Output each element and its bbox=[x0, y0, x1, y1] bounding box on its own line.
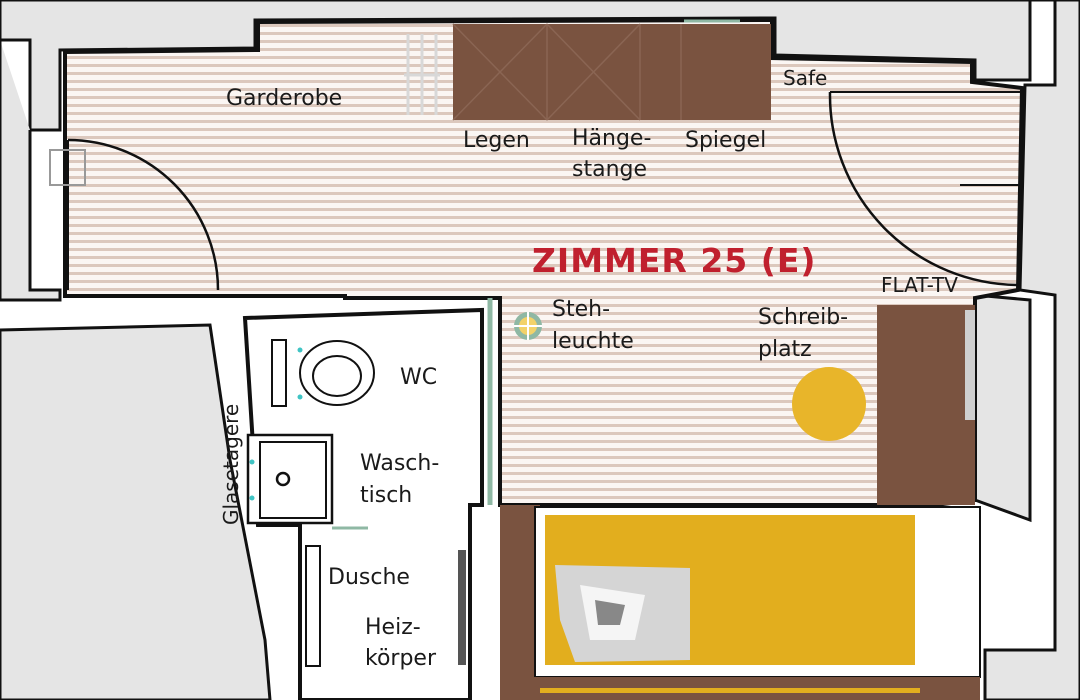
bed-zone bbox=[500, 505, 981, 700]
label-glasetagere: Glasetagere bbox=[219, 404, 243, 525]
desk bbox=[792, 305, 975, 505]
label-waschtisch-line2: tisch bbox=[360, 483, 412, 508]
shower-bar bbox=[305, 545, 321, 667]
label-dusche: Dusche bbox=[328, 565, 410, 590]
label-heizkoerper-line2: körper bbox=[365, 646, 437, 671]
wardrobe-shelves bbox=[453, 24, 681, 120]
room-title: ZIMMER 25 (E) bbox=[532, 241, 816, 280]
toilet-icon bbox=[271, 339, 375, 407]
wall-right bbox=[983, 0, 1080, 700]
label-schreibplatz-line2: platz bbox=[758, 337, 812, 362]
bathroom-walls bbox=[242, 307, 484, 700]
label-flat-tv: FLAT-TV bbox=[881, 273, 958, 297]
wardrobe-mirror bbox=[681, 24, 771, 120]
entrance-door-swing-arc bbox=[67, 138, 220, 291]
wall-right-inner bbox=[973, 293, 1032, 523]
label-wc: WC bbox=[400, 365, 437, 390]
label-garderobe: Garderobe bbox=[226, 86, 342, 111]
garderobe-rack bbox=[404, 34, 440, 115]
label-legen: Legen bbox=[463, 128, 530, 153]
label-waschtisch-line1: Wasch- bbox=[360, 451, 439, 476]
label-schreibplatz-line1: Schreib- bbox=[758, 305, 848, 330]
window-door-swing-arc bbox=[828, 91, 1019, 287]
wall-left-top bbox=[0, 0, 1032, 132]
entrance-door bbox=[49, 138, 220, 291]
label-safe: Safe bbox=[783, 66, 827, 90]
label-haengestange-line2: stange bbox=[572, 157, 647, 182]
wardrobe bbox=[452, 19, 771, 121]
label-heizkoerper-line1: Heiz- bbox=[365, 615, 421, 640]
label-stehleuchte-line2: leuchte bbox=[552, 329, 634, 354]
bathroom bbox=[242, 307, 484, 700]
floor-lamp-icon bbox=[514, 312, 542, 340]
label-spiegel: Spiegel bbox=[685, 128, 766, 153]
label-stehleuchte-line1: Steh- bbox=[552, 297, 610, 322]
sink-icon bbox=[246, 433, 334, 525]
desk-chair bbox=[792, 367, 866, 441]
wall-left bbox=[0, 40, 62, 302]
wall-left-lower bbox=[0, 323, 272, 700]
flat-tv bbox=[965, 310, 975, 420]
desk-surface bbox=[877, 305, 975, 505]
door-handle-icon bbox=[49, 149, 86, 186]
window-door bbox=[828, 91, 1022, 287]
radiator-icon bbox=[458, 550, 466, 665]
bed-wall bbox=[500, 505, 540, 700]
label-haengestange-line1: Hänge- bbox=[572, 126, 651, 151]
